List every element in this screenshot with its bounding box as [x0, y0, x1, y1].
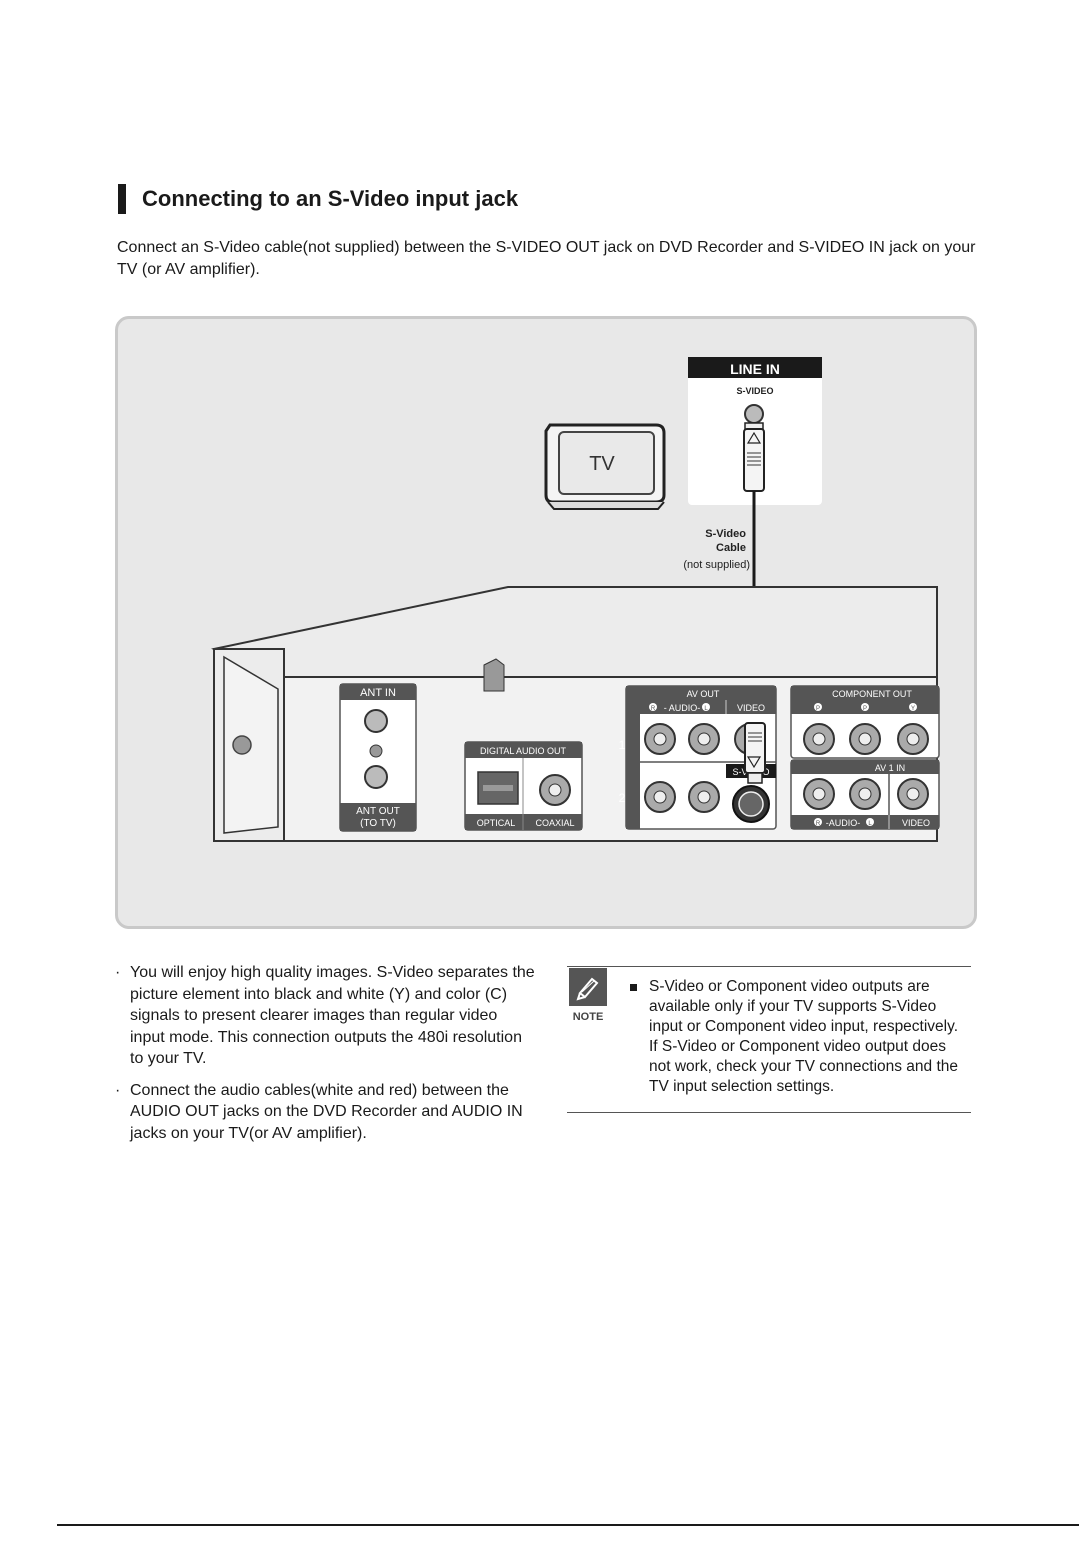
line-in-panel: LINE IN S-VIDEO — [688, 357, 822, 505]
note-label: NOTE — [572, 1011, 604, 1023]
bullet-item: · You will enjoy high quality images. S-… — [115, 962, 535, 1070]
bullet-marker: · — [115, 1081, 121, 1099]
cable-label: S-Video — [705, 528, 746, 540]
note-bottom-rule — [567, 1112, 971, 1113]
av1-in-l: L — [868, 821, 872, 827]
section-title: Connecting to an S-Video input jack — [142, 186, 519, 211]
row-1-label: 1 — [619, 738, 626, 752]
bullet-text: You will enjoy high quality images. S-Vi… — [130, 964, 535, 1067]
intro-paragraph: Connect an S-Video cable(not supplied) b… — [117, 239, 976, 278]
bullet-text: Connect the audio cables(white and red) … — [130, 1081, 523, 1142]
av-out-r: R — [651, 706, 656, 712]
line-in-svideo-label: S-VIDEO — [736, 386, 773, 396]
av1-in-title: AV 1 IN — [875, 763, 905, 773]
digital-audio-block: DIGITAL AUDIO OUT OPTICAL COAXIAL — [464, 741, 583, 831]
ant-out-label-2: (TO TV) — [360, 818, 396, 829]
footer-rule — [57, 1524, 1079, 1526]
av1-in-audio-label: -AUDIO- — [826, 818, 861, 828]
tv-label: TV — [589, 453, 615, 475]
av-out-block: AV OUT R - AUDIO- L VIDEO 1 2 S-VIDEO — [619, 685, 777, 830]
ant-out-label: ANT OUT — [356, 806, 400, 817]
component-jack-label-2: P — [863, 706, 867, 712]
av-out-title: AV OUT — [687, 689, 720, 699]
av-out-l: L — [704, 706, 708, 712]
tv-illustration: TV — [544, 423, 666, 510]
digital-audio-title: DIGITAL AUDIO OUT — [480, 746, 567, 756]
ant-in-label: ANT IN — [360, 687, 396, 699]
note-bullet-square — [630, 984, 637, 991]
av1-in-video-label: VIDEO — [902, 818, 930, 828]
component-jack-label-1: P — [816, 706, 820, 712]
pencil-icon — [569, 968, 607, 1006]
svideo-plug-recorder — [744, 722, 766, 784]
bullet-list: · You will enjoy high quality images. S-… — [115, 962, 535, 1154]
av-out-audio-label: - AUDIO- — [664, 703, 701, 713]
line-in-title: LINE IN — [730, 361, 780, 377]
heading-marker — [118, 184, 126, 214]
cable-note: (not supplied) — [683, 559, 750, 571]
note-text: S-Video or Component video outputs are a… — [649, 978, 959, 1095]
optical-label: OPTICAL — [477, 818, 516, 828]
coaxial-label: COAXIAL — [535, 818, 574, 828]
component-jack-label-3: Y — [911, 706, 915, 712]
row-2-label: 2 — [619, 791, 626, 805]
cable-label-2: Cable — [716, 542, 746, 554]
connection-diagram: TV LINE IN S-VIDEO S-Video Cable (not su… — [211, 357, 940, 842]
component-out-title: COMPONENT OUT — [832, 689, 912, 699]
ant-block: ANT IN ANT OUT (TO TV) — [339, 683, 417, 832]
av1-in-block: AV 1 IN R -AUDIO- L VIDEO — [790, 759, 940, 830]
av-out-video-label: VIDEO — [737, 703, 765, 713]
component-out-block: COMPONENT OUT P P Y — [790, 685, 940, 759]
bullet-item: · Connect the audio cables(white and red… — [115, 1080, 535, 1145]
bullet-marker: · — [115, 964, 121, 981]
av1-in-r: R — [816, 821, 821, 827]
note-top-rule — [567, 966, 971, 967]
